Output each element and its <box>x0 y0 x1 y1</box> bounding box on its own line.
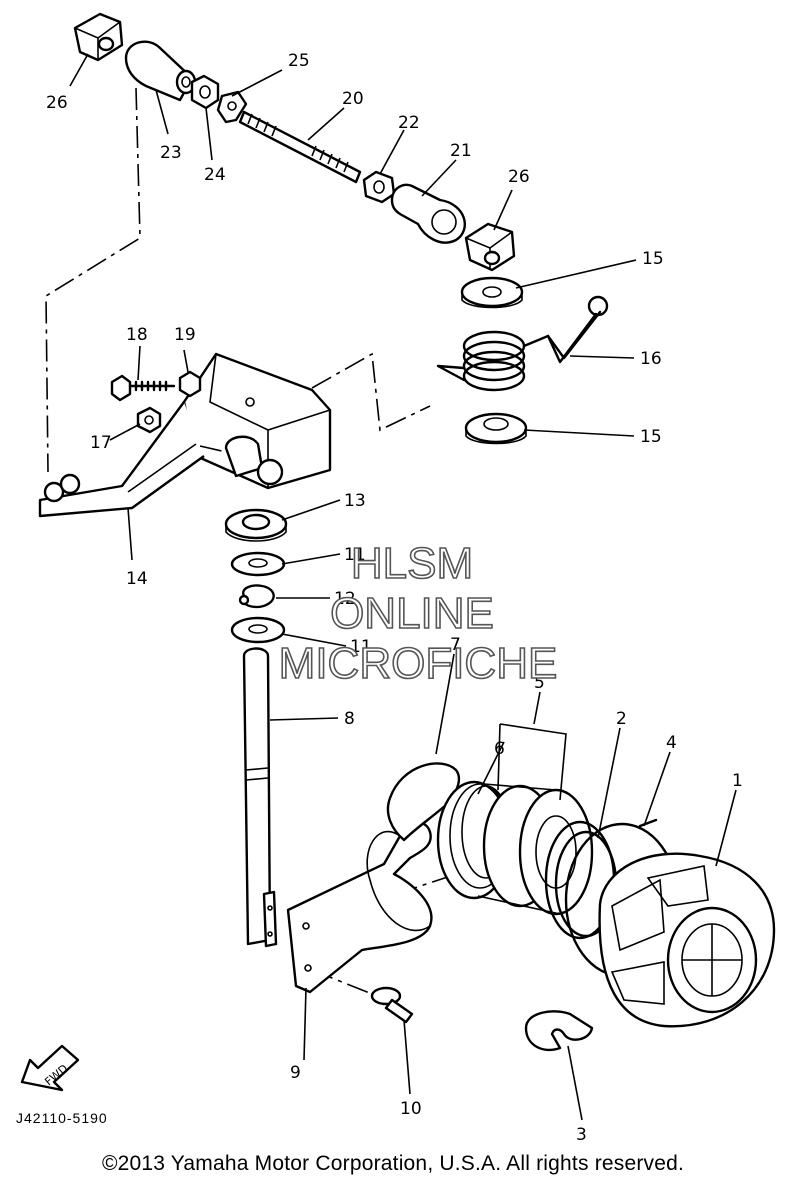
callout-6: 6 <box>494 739 505 759</box>
leader-lines <box>69 53 737 1121</box>
callout-17: 17 <box>90 433 112 453</box>
callout-4: 4 <box>666 733 677 753</box>
callout-5: 5 <box>534 673 545 693</box>
alignment-line-center <box>199 445 227 453</box>
watermark: HLSM ONLINE MICROFICHE <box>278 538 558 689</box>
callout-7: 7 <box>450 635 461 655</box>
callout-16: 16 <box>640 349 662 369</box>
part-11-washer-lower <box>230 616 286 644</box>
part-26-joint-cap-left <box>73 12 124 62</box>
part-15-spring-seat-upper <box>460 276 524 309</box>
part-26-joint-cap-right <box>464 222 516 272</box>
watermark-line-1: HLSM <box>351 539 473 588</box>
callout-11-upper: 11 <box>344 545 366 565</box>
part-22-nut <box>362 170 396 204</box>
callout-25: 25 <box>288 51 310 71</box>
drawing-code: J42110-5190 <box>16 1110 108 1126</box>
part-17-nut <box>136 406 162 434</box>
callout-10: 10 <box>400 1099 422 1119</box>
callout-22: 22 <box>398 113 420 133</box>
part-10-screw <box>370 986 414 1024</box>
part-11-washer-upper <box>230 551 286 577</box>
callout-15-lower: 15 <box>640 427 662 447</box>
callout-20: 20 <box>342 89 364 109</box>
part-7-gasket-plate <box>386 762 461 842</box>
part-19-nut <box>178 370 202 398</box>
part-18-bolt <box>110 374 176 402</box>
callout-15-upper: 15 <box>642 249 664 269</box>
callout-26-left: 26 <box>46 93 68 113</box>
callout-18: 18 <box>126 325 148 345</box>
part-15-spring-seat-lower <box>464 412 528 445</box>
copyright-notice: ©2013 Yamaha Motor Corporation, U.S.A. A… <box>101 1152 685 1175</box>
callout-24: 24 <box>204 165 226 185</box>
callout-11-lower: 11 <box>350 637 372 657</box>
part-13-bearing <box>224 508 288 542</box>
part-20-threaded-rod <box>238 110 362 184</box>
callout-21: 21 <box>450 141 472 161</box>
part-12-circlip <box>238 584 275 609</box>
part-3-retainer-clip <box>524 1010 594 1052</box>
part-23-ball-joint-left <box>124 40 197 102</box>
callout-13: 13 <box>344 491 366 511</box>
alignment-line-right <box>311 352 431 432</box>
part-1-rubber-grommet <box>598 852 776 1028</box>
callout-19: 19 <box>174 325 196 345</box>
part-24-nut <box>190 74 220 110</box>
alignment-line-left <box>45 87 141 473</box>
callout-8: 8 <box>344 709 355 729</box>
part-9-mounting-plate <box>286 821 433 994</box>
callout-12: 12 <box>334 589 356 609</box>
callout-1: 1 <box>732 771 743 791</box>
part-16-torsion-spring <box>436 295 609 392</box>
callout-labels: 26 23 24 25 20 22 21 26 15 16 15 18 19 1… <box>46 51 743 1145</box>
callout-14: 14 <box>126 569 148 589</box>
fwd-direction-arrow: FWD <box>20 1044 80 1092</box>
part-21-ball-joint-right <box>390 183 466 244</box>
watermark-line-2: ONLINE <box>330 589 494 638</box>
callout-26-right: 26 <box>508 167 530 187</box>
callout-23: 23 <box>160 143 182 163</box>
callout-2: 2 <box>616 709 627 729</box>
watermark-line-3: MICROFICHE <box>279 639 558 688</box>
callout-3: 3 <box>576 1125 587 1145</box>
part-8-shaft <box>242 647 278 948</box>
callout-9: 9 <box>290 1063 301 1083</box>
part-6-spool <box>436 780 594 916</box>
part-14-lever-bracket <box>38 352 332 518</box>
